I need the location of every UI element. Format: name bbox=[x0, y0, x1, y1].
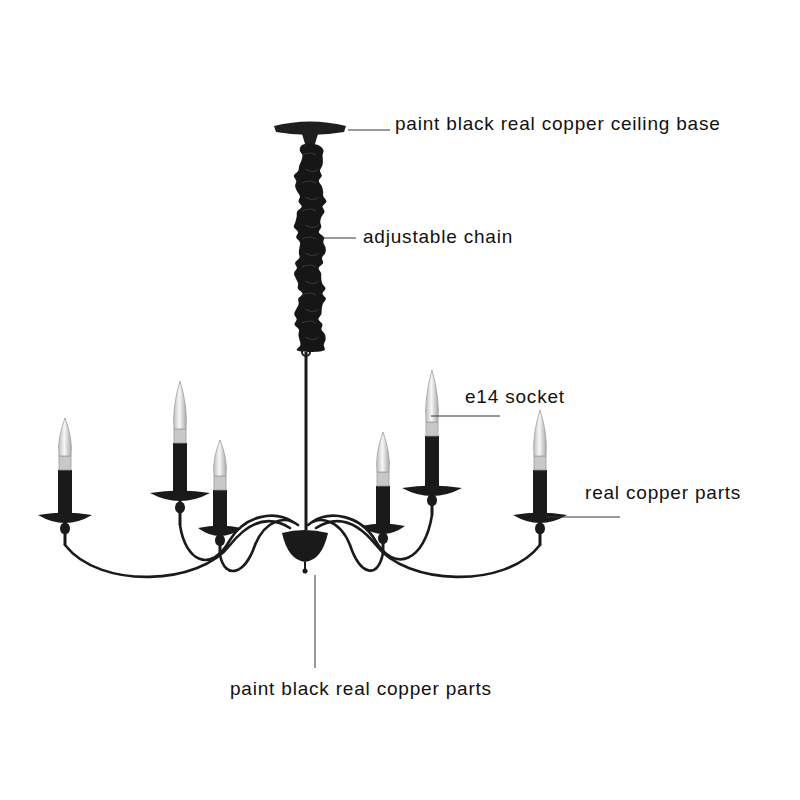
leader-line bbox=[315, 575, 316, 668]
ceiling-plate bbox=[274, 122, 346, 136]
e14-socket bbox=[534, 456, 546, 470]
chain-fold bbox=[305, 169, 319, 172]
chain-fold bbox=[302, 293, 316, 295]
e14-socket bbox=[377, 472, 389, 486]
candle-sleeve bbox=[213, 490, 227, 528]
chain-cover bbox=[294, 144, 327, 352]
ceiling-base bbox=[274, 122, 346, 148]
candle-sleeve bbox=[533, 470, 547, 515]
chain-fold bbox=[305, 337, 319, 340]
e14-socket bbox=[174, 429, 186, 443]
candle-holder bbox=[198, 440, 242, 555]
leader-line bbox=[431, 416, 500, 417]
chain-fold bbox=[302, 209, 316, 211]
candle-holder bbox=[402, 370, 462, 515]
candle-holder bbox=[513, 410, 567, 545]
candle-sleeve bbox=[376, 486, 390, 526]
stem-knob bbox=[175, 501, 185, 513]
leader-lines bbox=[315, 130, 620, 668]
chain-fold bbox=[302, 153, 316, 155]
center-rod bbox=[305, 352, 308, 530]
arm bbox=[316, 521, 540, 577]
arms bbox=[65, 515, 540, 577]
e14-socket bbox=[59, 456, 71, 470]
candle-sleeve bbox=[173, 443, 187, 493]
center-hub bbox=[282, 530, 328, 574]
chain-fold bbox=[305, 253, 319, 256]
chain-fold bbox=[305, 225, 319, 228]
chain-sleeve bbox=[294, 144, 327, 352]
candle-sleeve bbox=[58, 470, 72, 515]
candle-holder bbox=[150, 381, 210, 525]
part-label: paint black real copper ceiling base bbox=[395, 113, 721, 135]
candle-bulb bbox=[377, 432, 390, 472]
leader-line bbox=[546, 517, 620, 518]
e14-socket bbox=[426, 422, 438, 436]
candle-bulb bbox=[174, 381, 187, 429]
part-label: paint black real copper parts bbox=[230, 678, 492, 700]
e14-socket bbox=[214, 476, 226, 490]
stem-knob bbox=[60, 523, 70, 535]
chain-fold bbox=[302, 321, 316, 323]
candle-bulb bbox=[214, 440, 227, 476]
leader-line bbox=[321, 238, 356, 239]
chain-fold bbox=[305, 197, 319, 200]
chain-fold bbox=[302, 265, 316, 267]
candle-sleeve bbox=[425, 436, 439, 488]
chain-fold bbox=[305, 281, 319, 284]
hub-bowl bbox=[282, 530, 328, 562]
candle-holder bbox=[361, 432, 405, 553]
candle-holder bbox=[38, 418, 92, 545]
candle-bulb bbox=[59, 418, 72, 456]
candle-bulb bbox=[426, 370, 439, 422]
candle-bulb bbox=[534, 410, 547, 456]
leader-line bbox=[348, 130, 390, 131]
chain-fold bbox=[302, 181, 316, 183]
stem-knob bbox=[535, 523, 545, 535]
part-label: adjustable chain bbox=[363, 226, 513, 248]
part-label: e14 socket bbox=[465, 386, 565, 408]
chain-fold bbox=[302, 237, 316, 239]
part-label: real copper parts bbox=[585, 482, 741, 504]
chain-ring bbox=[302, 348, 310, 356]
candles bbox=[38, 370, 567, 555]
chain-fold bbox=[305, 309, 319, 312]
arm bbox=[65, 521, 290, 577]
hub-finial bbox=[303, 569, 308, 574]
